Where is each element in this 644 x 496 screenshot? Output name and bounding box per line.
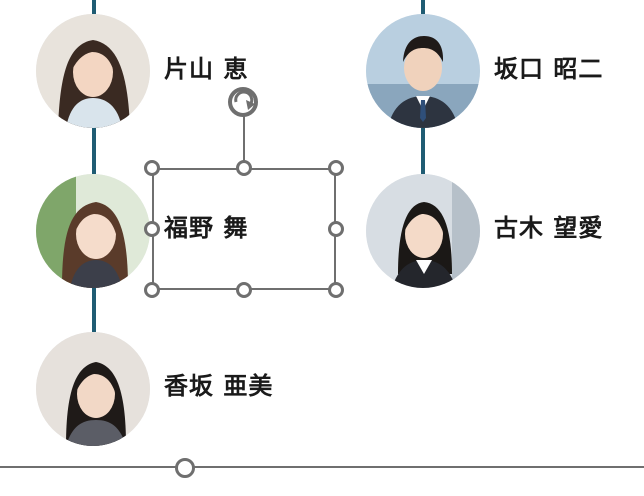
- avatar-person-3[interactable]: [36, 332, 150, 446]
- connector-line: [421, 128, 425, 174]
- person-name-3[interactable]: 香坂 亜美: [164, 372, 274, 400]
- woman-photo-icon: [36, 174, 150, 288]
- resize-handle-top[interactable]: [236, 160, 252, 176]
- woman-photo-icon: [36, 332, 150, 446]
- woman-photo-icon: [366, 174, 480, 288]
- connector-line: [92, 0, 96, 14]
- connector-line: [92, 128, 96, 174]
- slide-selection-edge: [0, 466, 644, 468]
- avatar-person-2[interactable]: [36, 174, 150, 288]
- person-name-1[interactable]: 片山 恵: [164, 55, 249, 83]
- resize-handle-top-right[interactable]: [328, 160, 344, 176]
- resize-handle-slide-bottom[interactable]: [175, 458, 195, 478]
- person-name-5[interactable]: 古木 望愛: [494, 214, 604, 242]
- person-name-2[interactable]: 福野 舞: [164, 214, 249, 242]
- resize-handle-bottom[interactable]: [236, 282, 252, 298]
- avatar-person-5[interactable]: [366, 174, 480, 288]
- person-name-4[interactable]: 坂口 昭二: [494, 55, 604, 83]
- avatar-person-1[interactable]: [36, 14, 150, 128]
- connector-line: [421, 0, 425, 14]
- man-photo-icon: [366, 14, 480, 128]
- rotate-handle-icon[interactable]: [222, 82, 274, 122]
- resize-handle-left[interactable]: [144, 221, 160, 237]
- avatar-person-4[interactable]: [366, 14, 480, 128]
- rotation-stem: [243, 110, 245, 168]
- resize-handle-top-left[interactable]: [144, 160, 160, 176]
- selection-box[interactable]: [152, 168, 336, 290]
- woman-photo-icon: [36, 14, 150, 128]
- resize-handle-bottom-left[interactable]: [144, 282, 160, 298]
- resize-handle-bottom-right[interactable]: [328, 282, 344, 298]
- connector-line: [92, 288, 96, 332]
- resize-handle-right[interactable]: [328, 221, 344, 237]
